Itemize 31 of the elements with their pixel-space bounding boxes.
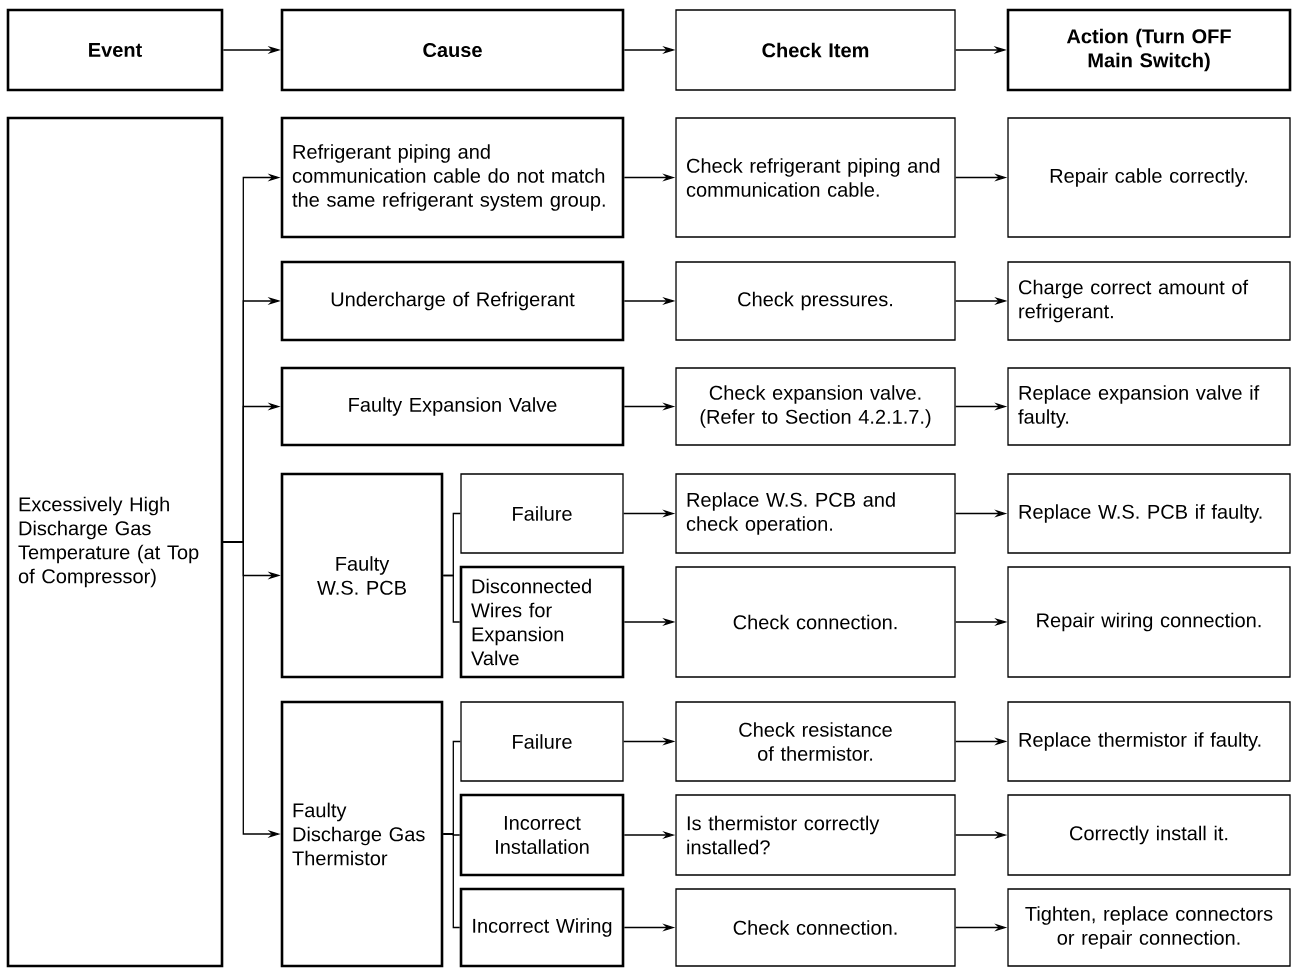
- action-box: Repair cable correctly.: [1007, 117, 1291, 238]
- action-box: Replace thermistor if faulty.: [1007, 701, 1291, 782]
- cause-box: Undercharge of Refrigerant: [280, 260, 625, 342]
- action-box: Repair wiring connection.: [1007, 566, 1291, 678]
- cause-box: Disconnected Wires for Expansion Valve: [459, 565, 625, 679]
- check-box: Check expansion valve. (Refer to Section 4.2.1.7.): [675, 367, 956, 446]
- header-box: Action (Turn OFF Main Switch): [1006, 8, 1292, 92]
- event-box: Excessively High Discharge Gas Temperature (at Top of Compressor): [6, 116, 224, 968]
- check-box: Is thermistor correctly installed?: [675, 794, 956, 876]
- cause-box: Refrigerant piping and communication cable do not match the same refrigerant system group.: [280, 116, 625, 239]
- cause-box: Faulty Discharge Gas Thermistor: [280, 700, 444, 968]
- action-box: Correctly install it.: [1007, 794, 1291, 876]
- action-box: Tighten, replace connectors or repair connection.: [1007, 888, 1291, 967]
- check-box: Check pressures.: [675, 261, 956, 341]
- check-box: Check connection.: [675, 566, 956, 678]
- check-box: Check resistance of thermistor.: [675, 701, 956, 782]
- cause-box: Incorrect Wiring: [459, 887, 625, 968]
- check-box: Replace W.S. PCB and check operation.: [675, 473, 956, 554]
- action-box: Replace expansion valve if faulty.: [1007, 367, 1291, 446]
- cause-box: Faulty Expansion Valve: [280, 366, 625, 447]
- check-box: Check connection.: [675, 888, 956, 967]
- header-box: Cause: [280, 8, 625, 92]
- header-box: Event: [6, 8, 224, 92]
- cause-box: Incorrect Installation: [459, 793, 625, 877]
- check-box: Check refrigerant piping and communication cable.: [675, 117, 956, 238]
- cause-box: Faulty W.S. PCB: [280, 472, 444, 679]
- cause-box: Failure: [460, 473, 624, 554]
- header-box: Check Item: [675, 9, 956, 91]
- action-box: Charge correct amount of refrigerant.: [1007, 261, 1291, 341]
- cause-box: Failure: [460, 701, 624, 782]
- action-box: Replace W.S. PCB if faulty.: [1007, 473, 1291, 554]
